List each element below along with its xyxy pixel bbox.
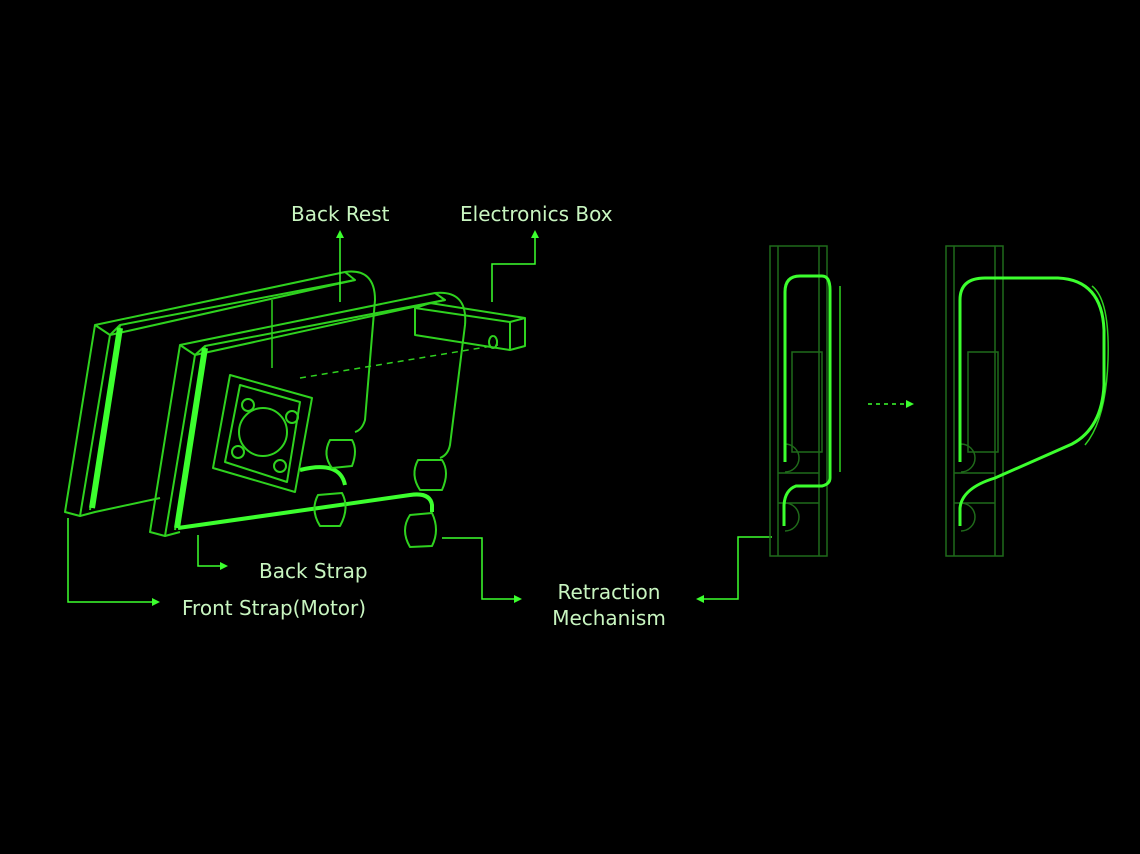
electronics-box-leader — [491, 230, 539, 302]
front-strap-leader — [67, 518, 160, 606]
retraction-view-extended — [945, 245, 1109, 557]
retraction-label-line1: Retraction — [557, 580, 661, 604]
retraction-leader-right — [696, 536, 772, 603]
front-strap-bar — [89, 327, 123, 509]
electronics-box-label: Electronics Box — [460, 202, 613, 226]
retraction-label-line2: Mechanism — [552, 606, 666, 630]
back-rest-loop — [344, 270, 376, 433]
retraction-spool-4 — [404, 512, 437, 548]
retraction-leader-left — [442, 537, 522, 603]
retraction-spool-3 — [413, 459, 447, 491]
retraction-mechanism-label: Retraction Mechanism — [541, 580, 677, 630]
back-strap-label: Back Strap — [259, 559, 368, 583]
back-strap-leader — [197, 535, 228, 570]
leader-lines — [67, 230, 772, 606]
retraction-view-retracted — [769, 245, 841, 557]
front-strap-label: Front Strap(Motor) — [182, 596, 367, 620]
back-strap-bar — [174, 347, 208, 529]
back-rest-label: Back Rest — [291, 202, 390, 226]
strap-retracted — [782, 274, 832, 526]
strap-extended — [958, 276, 1106, 526]
retraction-spool-2 — [313, 492, 347, 527]
electronics-box — [414, 302, 526, 351]
backpack-frame-3d — [64, 270, 526, 548]
retraction-spool-1 — [325, 439, 356, 469]
motor-housing — [212, 374, 313, 493]
